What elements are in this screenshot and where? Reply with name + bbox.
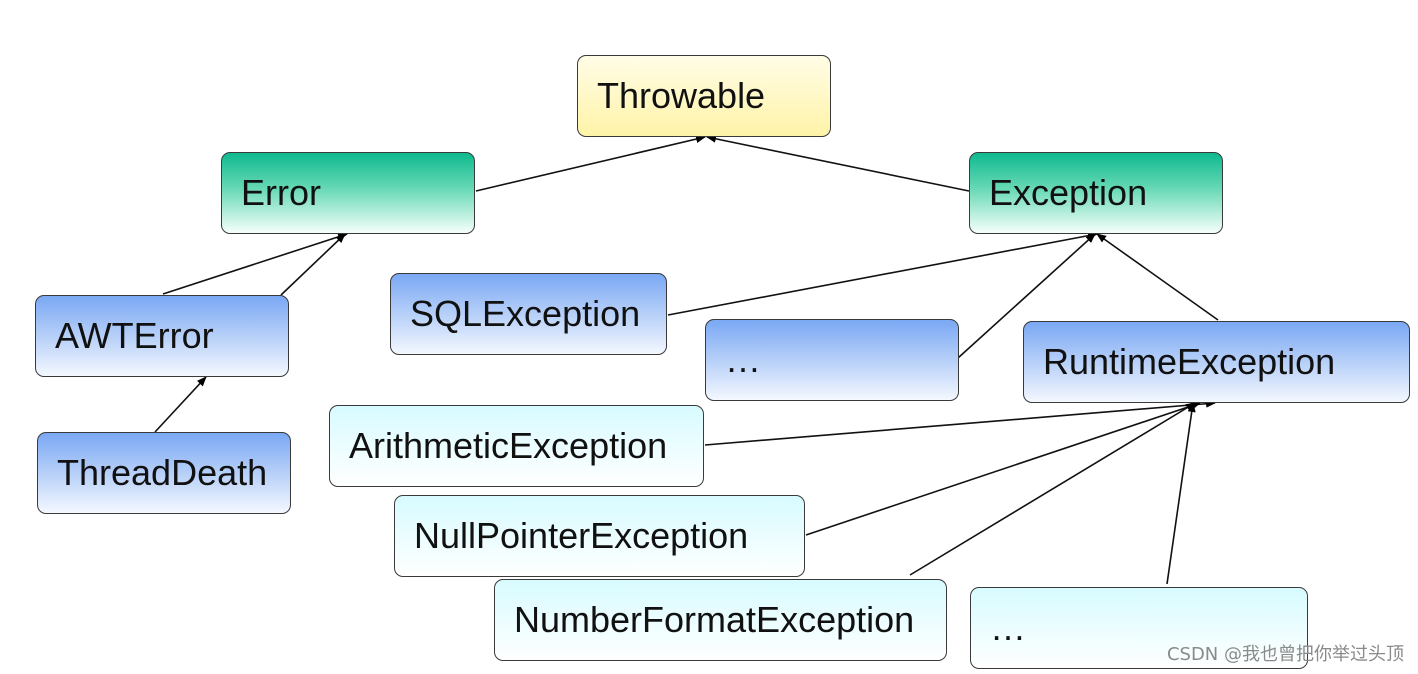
inheritance-edge (667, 231, 1098, 316)
node-nullpointerexception: NullPointerException (394, 495, 805, 577)
node-threaddeath: ThreadDeath (37, 432, 291, 514)
node-error: Error (221, 152, 475, 234)
inheritance-edge (704, 399, 1216, 446)
node-label: SQLException (410, 293, 641, 334)
inheritance-edge (162, 232, 348, 295)
inheritance-edge (1166, 402, 1196, 585)
node-sqlexception: SQLException (390, 273, 667, 355)
node-label: RuntimeException (1043, 341, 1336, 382)
node-runtimeexception: RuntimeException (1023, 321, 1410, 403)
node-label: NumberFormatException (514, 599, 915, 640)
watermark: CSDN @我也曾把你举过头顶 (1166, 644, 1404, 665)
node-label: ThreadDeath (57, 452, 268, 493)
node-label: … (990, 607, 1026, 648)
node-awterror: AWTError (35, 295, 289, 377)
inheritance-edge (805, 402, 1201, 536)
node-numberformatexception: NumberFormatException (494, 579, 947, 661)
node-label: Exception (989, 172, 1148, 213)
node-throwable: Throwable (577, 55, 831, 137)
inheritance-edge (957, 233, 1096, 359)
node-label: NullPointerException (414, 515, 749, 556)
node-label: AWTError (55, 315, 214, 356)
inheritance-edge (1096, 233, 1219, 321)
node-ellipsis-2: … (970, 587, 1308, 669)
node-label: Error (241, 172, 321, 213)
inheritance-edge (909, 402, 1196, 576)
node-exception: Exception (969, 152, 1223, 234)
inheritance-edge (475, 135, 706, 192)
inheritance-edge (280, 233, 346, 296)
inheritance-edge (154, 376, 207, 433)
node-label: ArithmeticException (349, 425, 668, 466)
node-ellipsis-1: … (705, 319, 959, 401)
node-label: Throwable (597, 75, 766, 116)
node-arithmeticexception: ArithmeticException (329, 405, 704, 487)
node-label: … (725, 339, 761, 380)
inheritance-edge (706, 134, 970, 192)
